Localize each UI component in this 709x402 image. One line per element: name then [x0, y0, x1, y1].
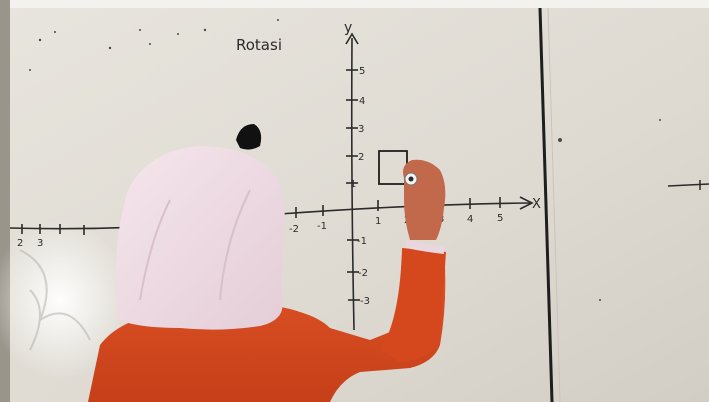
- board-seam: [538, 7, 554, 402]
- y-tick-label: -2: [358, 268, 368, 279]
- teacher-figure: [88, 124, 446, 402]
- y-tick-label: 5: [359, 66, 365, 77]
- x-tick-label: 2: [17, 238, 23, 249]
- x-axis-label: X: [532, 197, 541, 212]
- teacher-hijab: [115, 146, 285, 330]
- y-tick-label: 1: [350, 179, 356, 190]
- x-tick-label: 5: [497, 213, 503, 224]
- x-tick-label: 4: [467, 214, 473, 225]
- y-tick-label: 2: [358, 152, 364, 163]
- teacher-hand: [403, 159, 446, 240]
- x-tick-label: -2: [289, 224, 299, 235]
- marker-specks: [29, 19, 661, 301]
- y-tick-label: -1: [357, 236, 367, 247]
- teacher-arm: [380, 248, 446, 362]
- x-tick-label: 3: [37, 238, 43, 249]
- hair-bun: [236, 124, 262, 150]
- y-tick-label: -3: [360, 296, 370, 307]
- board-title: Rotasi: [236, 36, 282, 54]
- x-tick-label: 1: [375, 216, 381, 227]
- x-tick-label: -1: [317, 221, 327, 232]
- y-tick-label: 4: [359, 96, 365, 107]
- y-axis: [350, 37, 355, 331]
- y-axis-label: y: [344, 20, 352, 36]
- y-axis-arrow: [345, 32, 359, 45]
- x-axis-arrow: [519, 196, 534, 210]
- y-tick-label: 3: [358, 124, 364, 135]
- window-glare: [0, 220, 130, 380]
